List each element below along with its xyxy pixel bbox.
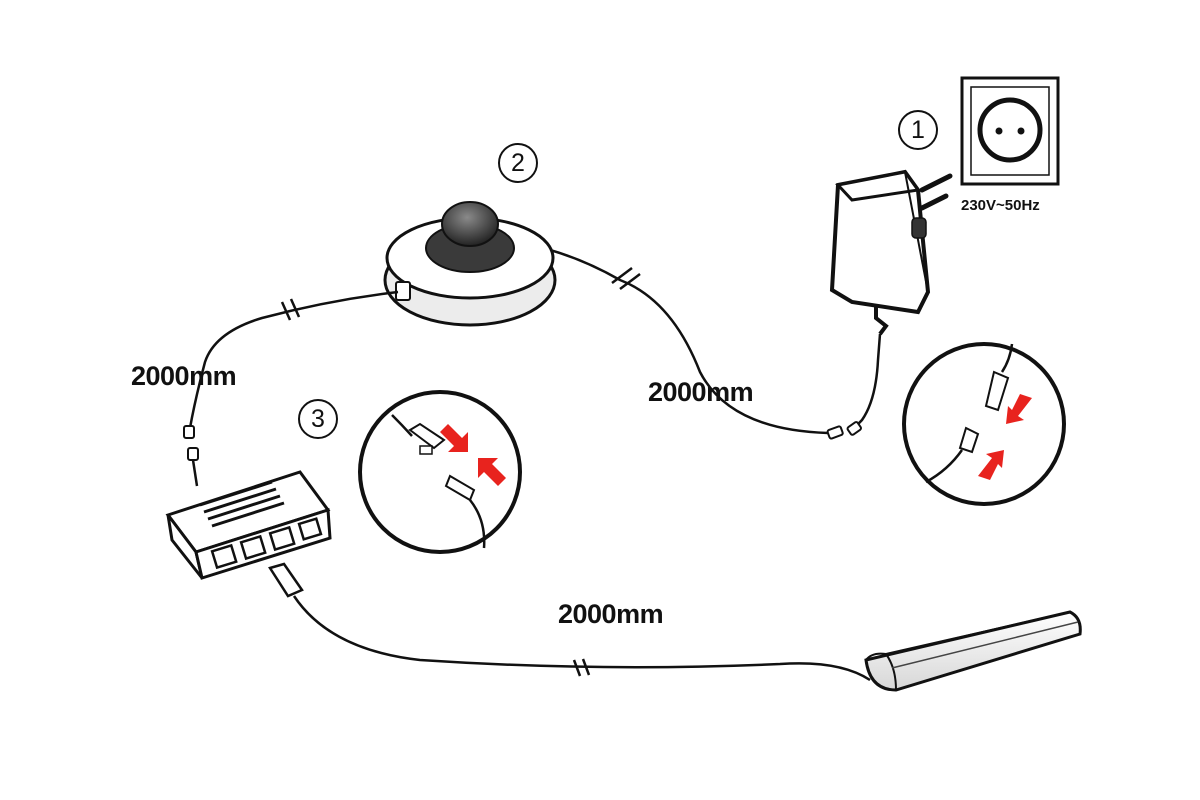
arrow-icon — [1006, 394, 1032, 424]
step-3-number: 3 — [311, 404, 325, 433]
connector-detail-circle-3 — [358, 390, 522, 554]
distributor-to-lamp-cable — [268, 562, 871, 682]
step-2-number: 2 — [511, 148, 525, 177]
arrow-icon — [440, 424, 468, 452]
cable-length-left: 2000mm — [131, 361, 237, 391]
cable-length-bottom: 2000mm — [558, 599, 664, 629]
step-2-badge: 2 — [498, 143, 538, 183]
step-1-number: 1 — [911, 115, 925, 144]
arrow-icon — [478, 458, 506, 486]
switch-to-distributor-cable — [183, 290, 399, 487]
foot-switch-icon — [383, 201, 557, 327]
step-3-badge: 3 — [298, 399, 338, 439]
adapter-to-switch-cable — [549, 248, 882, 440]
power-adapter-icon — [829, 169, 953, 336]
cable-length-middle: 2000mm — [648, 377, 754, 407]
voltage-label: 230V~50Hz — [961, 197, 1040, 214]
step-1-badge: 1 — [898, 110, 938, 150]
arrow-icon — [978, 450, 1004, 480]
connector-detail-circle-adapter — [902, 342, 1066, 506]
wall-socket-icon — [960, 76, 1060, 186]
distributor-box-icon — [165, 470, 332, 580]
led-lamp-icon — [864, 610, 1082, 692]
